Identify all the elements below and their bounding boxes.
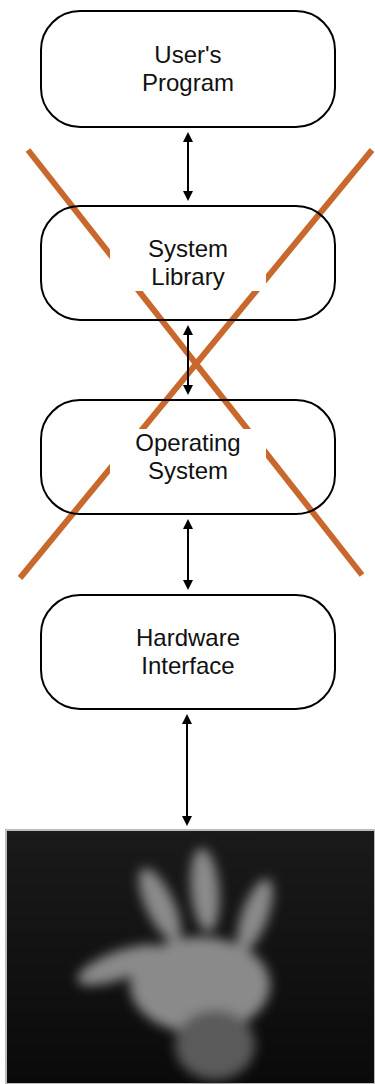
hardware-arrow bbox=[186, 716, 188, 824]
double-arrow bbox=[187, 134, 189, 199]
hand-photo bbox=[6, 830, 375, 1084]
box-label: System Library bbox=[110, 235, 266, 291]
process-box: Operating System bbox=[40, 399, 336, 515]
box-label: User's Program bbox=[110, 41, 266, 97]
cross-out-mark bbox=[20, 150, 372, 578]
box-label: Operating System bbox=[110, 429, 266, 485]
process-box: Hardware Interface bbox=[40, 594, 336, 710]
process-box: User's Program bbox=[40, 10, 336, 128]
process-box: System Library bbox=[40, 205, 336, 321]
box-label: Hardware Interface bbox=[110, 624, 266, 680]
double-arrow bbox=[187, 521, 189, 588]
double-arrow bbox=[187, 327, 189, 393]
